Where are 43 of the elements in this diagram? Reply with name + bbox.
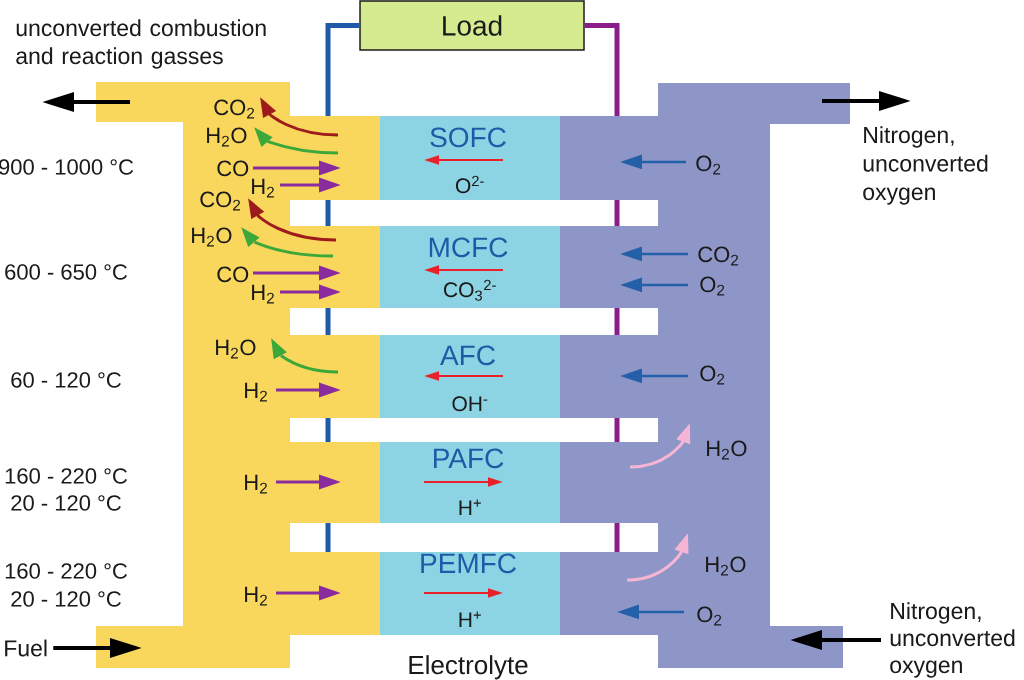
formula-label: CO$_{2}$ xyxy=(698,246,739,266)
formula-label: H$_{2}$ xyxy=(252,178,274,198)
formula-label: O$_{2}$ xyxy=(696,155,721,175)
formula-label: CO xyxy=(217,160,249,177)
cell-type-label: SOFC xyxy=(430,127,506,148)
cell-type-label: PEMFC xyxy=(421,553,516,574)
temperature-label: 60 - 120 °C xyxy=(11,372,121,388)
formula-label: H$_{2}$ xyxy=(252,284,274,304)
cell-type-label: AFC xyxy=(440,345,495,366)
formula-label: CO$_{2}$ xyxy=(200,191,241,211)
ion-label: O$^{2-}$ xyxy=(456,175,484,194)
formula-label: H$_{2}$O xyxy=(207,127,247,147)
formula-label: H$_{2}$ xyxy=(245,474,267,494)
temperature-label: 20 - 120 °C xyxy=(11,591,121,607)
formula-label: O$_{2}$ xyxy=(700,276,725,296)
formula-label: O$_{2}$ xyxy=(697,606,722,626)
temperature-label: 600 - 650 °C xyxy=(5,264,128,280)
load-box: Load xyxy=(359,0,585,51)
formula-label: CO xyxy=(217,266,249,283)
temperature-label: 160 - 220 °C xyxy=(5,563,128,579)
flow-label: unconverted combustion and reaction gasses xyxy=(16,19,266,69)
formula-label: H$_{2}$ xyxy=(245,382,267,402)
formula-label: H$_{2}$O xyxy=(216,339,256,359)
formula-label: H$_{2}$O xyxy=(192,227,232,247)
ion-label: CO$_{3}$2- xyxy=(444,279,496,301)
temperature-label: 900 - 1000 °C xyxy=(0,159,134,175)
formula-label: CO$_{2}$ xyxy=(214,99,255,119)
cell-type-label: PAFC xyxy=(434,448,504,469)
wire xyxy=(582,23,620,555)
formula-label: H$_{2}$ xyxy=(245,586,267,606)
flow-label: Nitrogen, unconverted oxygen xyxy=(890,602,1015,678)
temperature-label: 20 - 120 °C xyxy=(11,495,121,511)
flow-label: Fuel xyxy=(5,639,47,657)
ion-label: H$^{+}$ xyxy=(459,499,481,515)
cell-type-label: MCFC xyxy=(429,237,508,258)
formula-label: O$_{2}$ xyxy=(700,365,725,385)
wire xyxy=(325,23,362,555)
column-label: Electrolyte xyxy=(409,655,528,680)
formula-label: H$_{2}$O xyxy=(707,440,747,460)
temperature-label: 160 - 220 °C xyxy=(5,468,128,484)
formula-label: H$_{2}$O xyxy=(706,556,746,576)
ion-label: OH$^{-}$ xyxy=(452,396,488,412)
ion-label: H$^{+}$ xyxy=(459,611,481,627)
